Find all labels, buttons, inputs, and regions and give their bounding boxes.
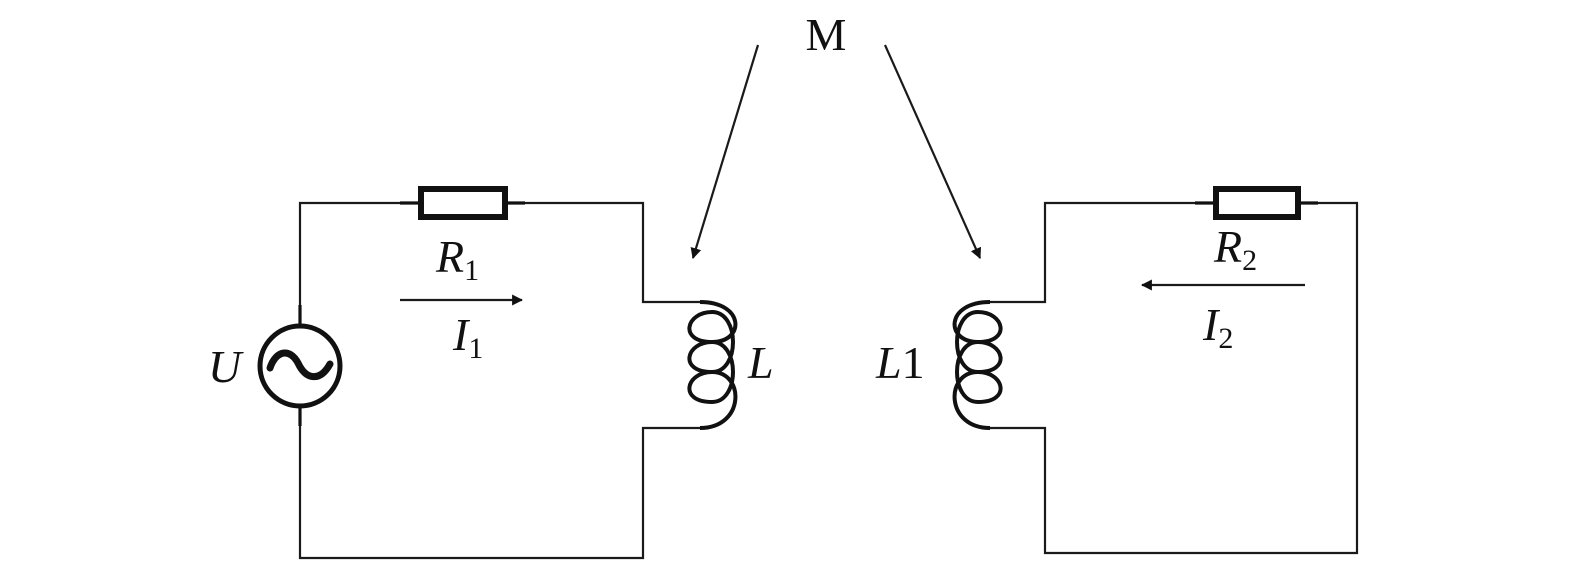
label-source-u: U bbox=[208, 341, 244, 392]
label-r2: R2 bbox=[1213, 221, 1257, 277]
ac-source bbox=[257, 305, 343, 426]
resistor-r2 bbox=[1195, 186, 1318, 220]
sine-wave-icon bbox=[266, 349, 334, 381]
inductor-coil-l1 bbox=[952, 300, 1003, 430]
label-r1: R1 bbox=[435, 231, 479, 287]
secondary-wire bbox=[990, 201, 1359, 555]
resistor-r1 bbox=[400, 186, 525, 220]
label-i1: I1 bbox=[452, 309, 483, 365]
label-inductor-l1: L1 bbox=[875, 337, 925, 388]
mutual-arrow-right bbox=[883, 44, 982, 260]
primary-circuit bbox=[257, 186, 738, 560]
label-i2: I2 bbox=[1202, 299, 1233, 355]
secondary-circuit bbox=[952, 186, 1359, 555]
mutual-arrow-left bbox=[690, 44, 760, 260]
primary-wire bbox=[298, 201, 700, 560]
label-mutual-m: M bbox=[806, 9, 847, 60]
inductor-coil-l bbox=[687, 300, 738, 430]
label-inductor-l: L bbox=[747, 337, 774, 388]
